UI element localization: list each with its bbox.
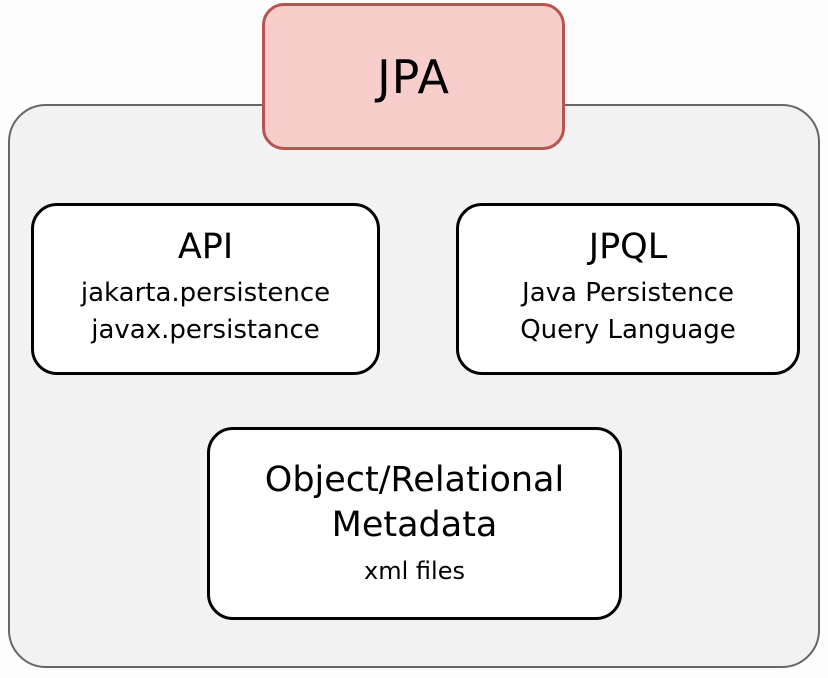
metadata-box-title-line-1: Object/Relational bbox=[264, 459, 565, 500]
jpa-header-box[interactable]: JPA bbox=[262, 3, 565, 150]
jpql-box-line-query-language: Query Language bbox=[520, 315, 736, 346]
metadata-box-subtitle: xml files bbox=[364, 557, 465, 586]
api-box-line-jakarta: jakarta.persistence bbox=[80, 278, 331, 309]
jpql-box-title: JPQL bbox=[588, 226, 668, 267]
jpql-box-line-persistence: Java Persistence bbox=[522, 278, 734, 309]
object-relational-metadata-box[interactable]: Object/Relational Metadata xml files bbox=[207, 427, 622, 620]
api-box-title: API bbox=[177, 226, 234, 267]
api-box-line-javax: javax.persistance bbox=[91, 315, 320, 346]
metadata-box-title-line-2: Metadata bbox=[331, 504, 498, 545]
jpql-box[interactable]: JPQL Java Persistence Query Language bbox=[456, 203, 800, 375]
jpa-header-label: JPA bbox=[377, 49, 450, 104]
api-box[interactable]: API jakarta.persistence javax.persistanc… bbox=[31, 203, 380, 375]
